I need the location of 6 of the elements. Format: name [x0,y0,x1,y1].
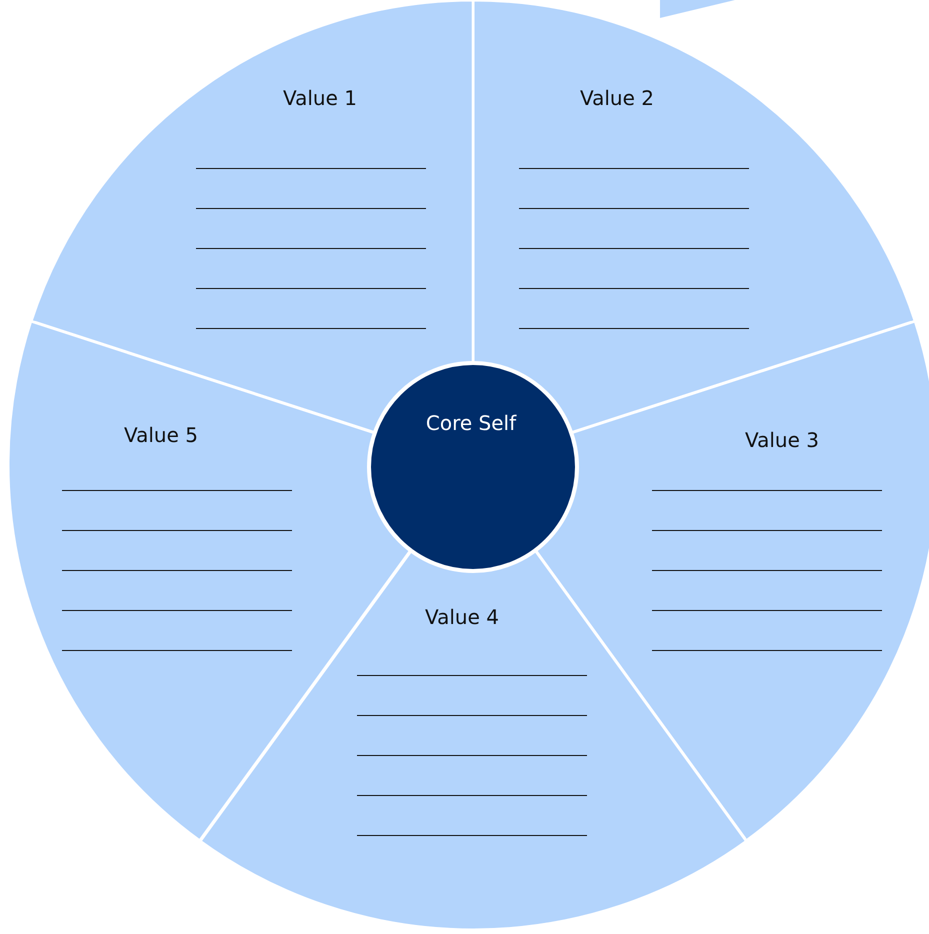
segment-title: Value 5 [124,422,198,447]
segment-title: Value 4 [424,605,499,629]
center-title: Core Self [426,411,516,435]
segment-title: Value 3 [745,428,819,452]
segment-title: Value 1 [282,86,357,110]
segment-title: Value 2 [580,86,654,110]
